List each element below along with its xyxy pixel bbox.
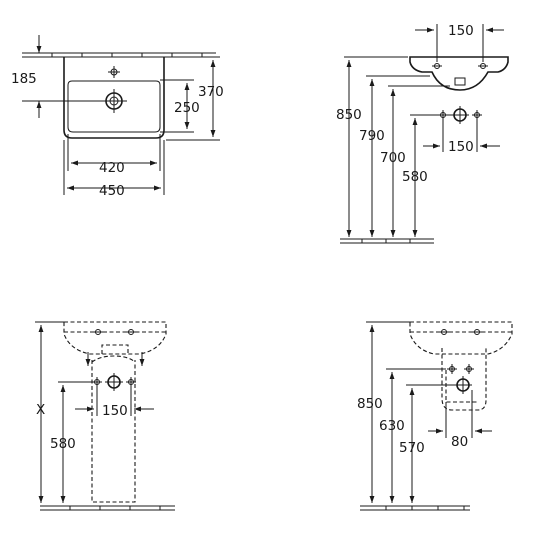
dim-label-700: 700 <box>380 150 406 166</box>
basin-holes <box>439 329 482 335</box>
basin-dashed <box>409 321 513 355</box>
view-pedestal-front: X 580 150 <box>35 321 175 511</box>
basin-outer <box>63 57 165 139</box>
dim-label-top-150: 150 <box>448 23 474 39</box>
connection-symbols <box>92 373 136 391</box>
view-side: 150 850 790 700 580 150 <box>336 23 509 244</box>
dim-label-790: 790 <box>359 128 385 144</box>
dim-label-150: 150 <box>102 403 128 419</box>
dim-label-850: 850 <box>357 396 383 412</box>
basin-dashed <box>63 321 167 355</box>
dim-label-570: 570 <box>399 440 425 456</box>
basin-profile <box>409 56 509 91</box>
dim-label-580: 580 <box>50 436 76 452</box>
dim-label-250: 250 <box>174 100 200 116</box>
basin-holes <box>93 329 136 335</box>
view-top: 185 370 250 420 450 <box>11 35 224 199</box>
floor-tiles <box>40 505 175 511</box>
pedestal-dashed <box>441 348 487 411</box>
connection-symbols <box>447 364 474 394</box>
tap-hole-icon <box>108 66 120 78</box>
floor-tiles <box>360 505 470 511</box>
dim-label-80: 80 <box>451 434 468 450</box>
dim-label-x: X <box>36 402 45 418</box>
basin-holes <box>432 63 488 86</box>
dim-label-850: 850 <box>336 107 362 123</box>
dim-label-450: 450 <box>99 183 125 199</box>
basin-inner <box>67 80 161 133</box>
wall-tiles <box>22 52 216 58</box>
dim-label-185: 185 <box>11 71 37 87</box>
connection-symbols <box>438 106 482 124</box>
floor-tiles <box>340 238 434 244</box>
dim-label-420: 420 <box>99 160 125 176</box>
dim-label-bottom-150: 150 <box>448 139 474 155</box>
dim-label-580: 580 <box>402 169 428 185</box>
dim-label-370: 370 <box>198 84 224 100</box>
pedestal-dashed <box>91 360 136 503</box>
dim-label-630: 630 <box>379 418 405 434</box>
view-pedestal-side: 850 630 570 80 <box>357 321 513 511</box>
